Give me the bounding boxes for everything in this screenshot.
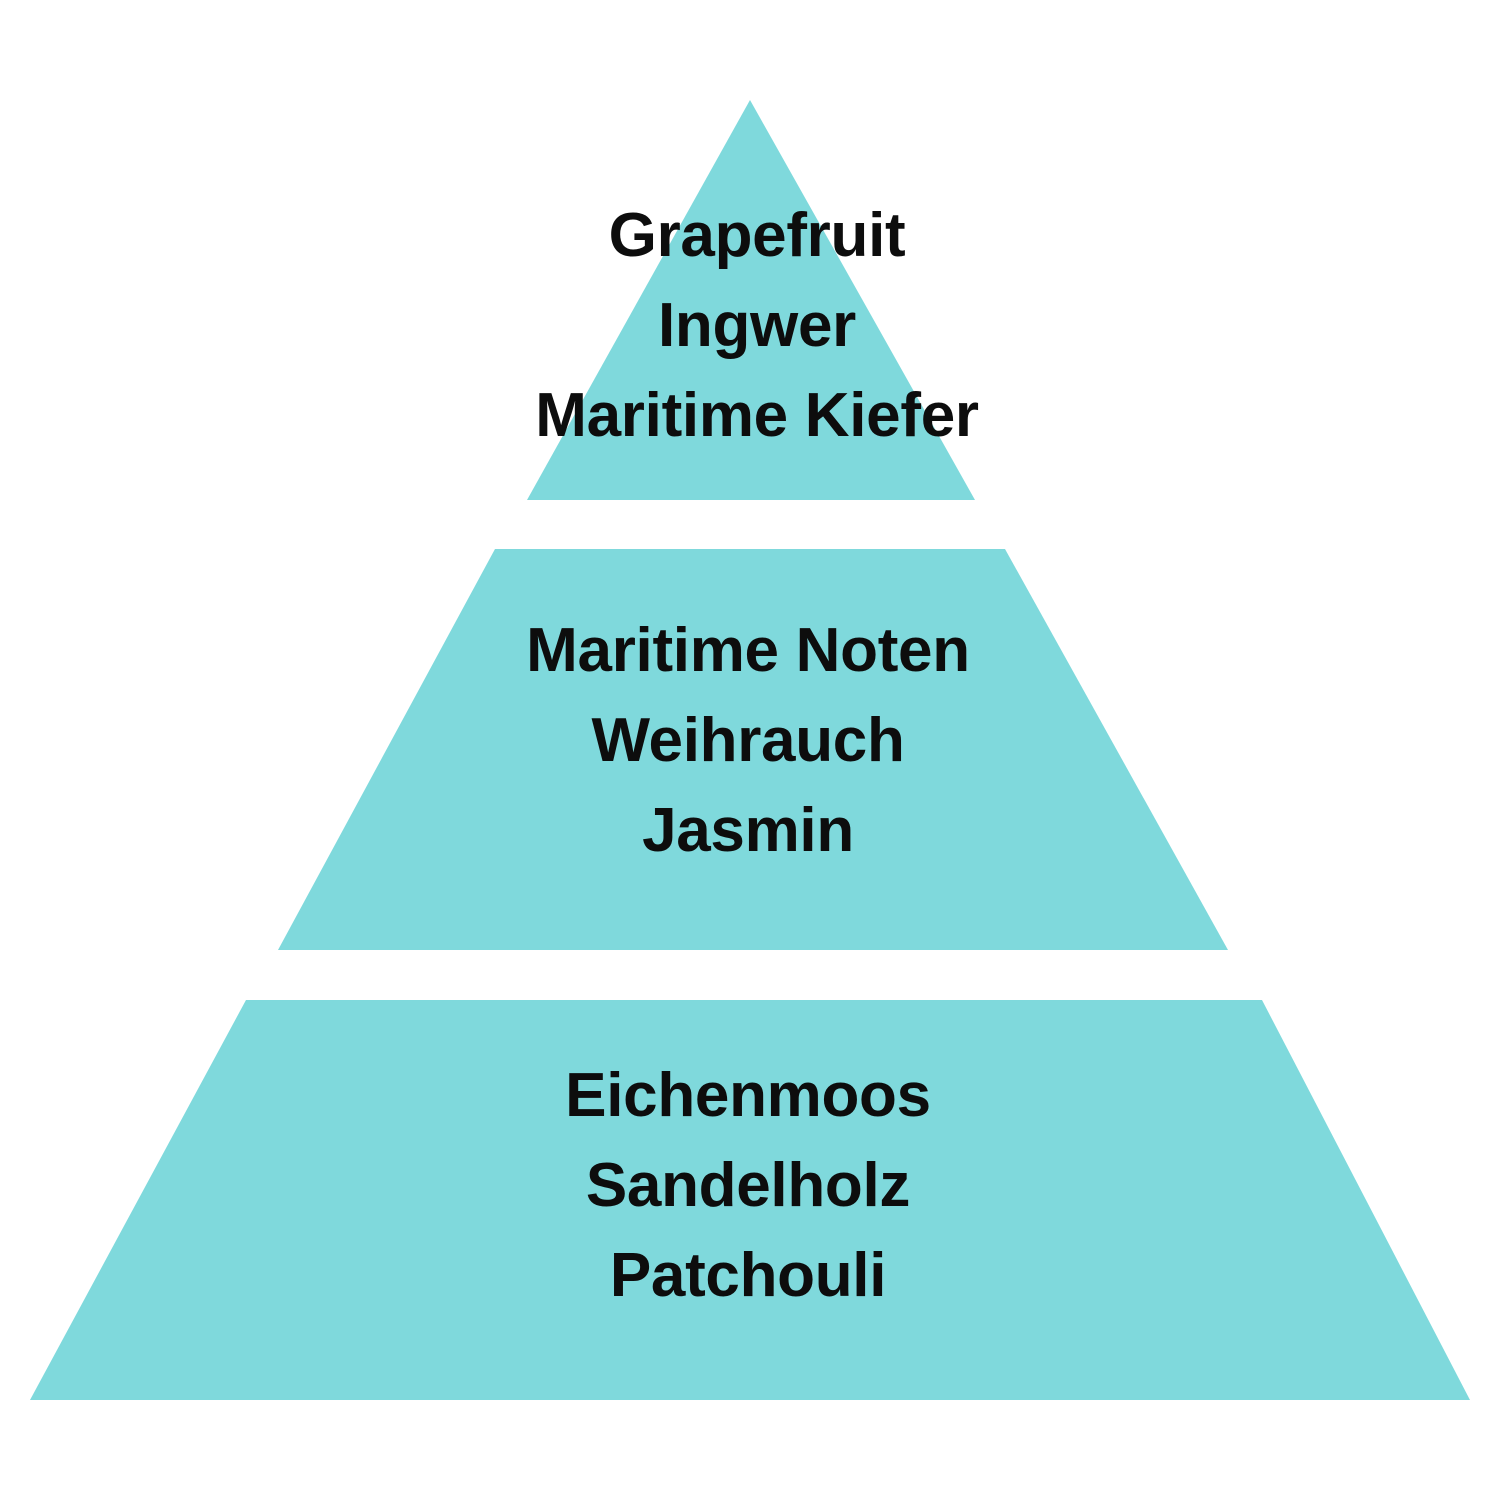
top-note-line-3: Maritime Kiefer (535, 381, 979, 450)
base-note-line-1: Eichenmoos (565, 1061, 931, 1130)
pyramid-tier-top-shape (527, 100, 975, 500)
heart-note-line-1: Maritime Noten (526, 616, 970, 685)
top-note-line-2: Ingwer (657, 291, 856, 360)
pyramid-tier-bottom-label-group: Eichenmoos Sandelholz Patchouli (0, 1065, 1498, 1335)
base-note-line-3: Patchouli (609, 1241, 887, 1310)
pyramid-tier-middle-shape (278, 549, 1228, 950)
top-note-line-1: Grapefruit (608, 201, 906, 270)
base-note-line-2: Sandelholz (585, 1151, 911, 1220)
heart-note-line-3: Jasmin (642, 796, 854, 865)
pyramid-tier-bottom-shape (30, 1000, 1470, 1400)
pyramid-tier-middle-label-group: Maritime Noten Weihrauch Jasmin (0, 620, 1498, 890)
pyramid-tier-top-label-group: Grapefruit Ingwer Maritime Kiefer (7, 205, 1500, 475)
heart-note-line-2: Weihrauch (591, 706, 905, 775)
